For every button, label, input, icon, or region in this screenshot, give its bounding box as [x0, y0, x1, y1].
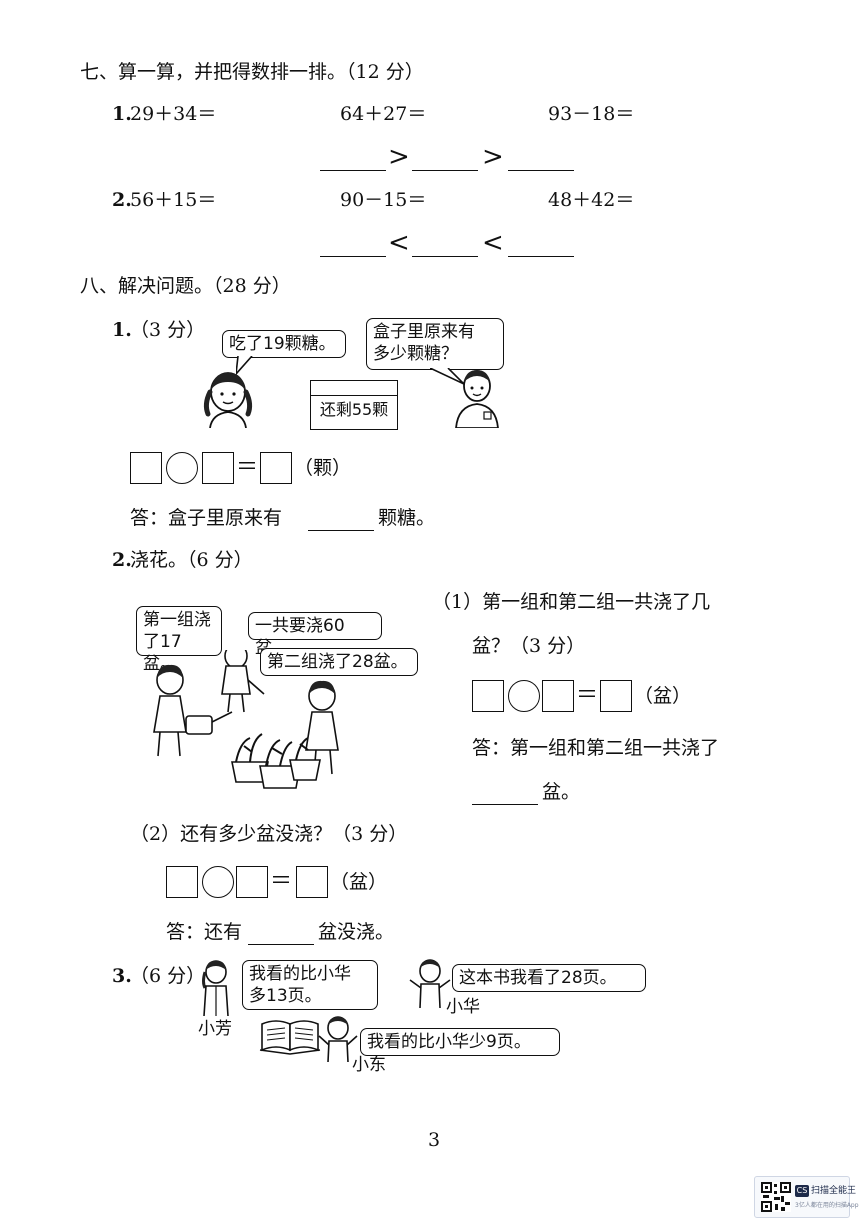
p2-q1-unit: （盆）	[634, 685, 692, 707]
q2-compare-2: <	[482, 228, 504, 258]
section-7-title: 七、算一算，并把得数排一排。（12 分）	[80, 61, 424, 83]
q1-expr-3: 93－18＝	[548, 103, 635, 125]
p1-answer-box-2[interactable]	[202, 452, 234, 484]
p2-q2-operator-circle[interactable]	[202, 866, 234, 898]
p2-q1-equals: ＝	[576, 683, 599, 708]
p3-name-xiaofang: 小芳	[198, 1019, 232, 1039]
scanner-logo: CS	[795, 1185, 809, 1197]
p2-title: 浇花。（6 分）	[130, 549, 253, 571]
p1-candy-sign: 还剩55颗	[310, 380, 398, 430]
p1-boy-bubble-line1: 盒子里原来有	[373, 322, 475, 342]
p2-label: 2.	[112, 549, 132, 571]
watering-flowers-icon	[153, 650, 339, 789]
p1-girl-bubble-tail	[236, 356, 253, 376]
book-icon	[259, 1020, 321, 1055]
p1-operator-circle[interactable]	[166, 452, 198, 484]
p2-q2-text: （2）还有多少盆没浇？（3 分）	[130, 823, 408, 845]
q1-blank-2[interactable]	[412, 170, 478, 171]
p2-q1-box-3[interactable]	[600, 680, 632, 712]
p2-q1-box-1[interactable]	[472, 680, 504, 712]
section-8-title: 八、解决问题。（28 分）	[80, 275, 291, 297]
p3-bubble-xiaofang: 我看的比小华 多13页。	[242, 960, 378, 1010]
q1-compare-2: >	[482, 142, 504, 172]
q2-blank-3[interactable]	[508, 256, 574, 257]
p3-name-xiaodong: 小东	[352, 1055, 386, 1075]
p1-unit: （颗）	[294, 457, 352, 479]
qr-code-icon	[761, 1182, 791, 1212]
p3-bubble-xiaofang-line1: 我看的比小华	[249, 964, 351, 984]
q1-compare-1: >	[388, 142, 410, 172]
p1-answer-blank[interactable]	[308, 530, 374, 531]
p2-q1-answer-blank[interactable]	[472, 804, 538, 805]
p2-bubble-group1-line1: 第一组浇	[143, 610, 211, 630]
q2-expr-2: 90－15＝	[340, 189, 427, 211]
p1-girl-bubble: 吃了19颗糖。	[222, 330, 346, 358]
p1-answer-suffix: 颗糖。	[378, 507, 436, 529]
p3-bubble-xiaohua: 这本书我看了28页。	[452, 964, 646, 992]
p1-boy-bubble-line2: 多少颗糖？	[373, 344, 458, 364]
p2-bubble-group1: 第一组浇 了17盆。	[136, 606, 222, 674]
xiaodong-icon	[318, 1016, 358, 1062]
p3-bubble-xiaodong: 我看的比小华少9页。	[360, 1028, 560, 1056]
p3-label: 3.	[112, 965, 132, 987]
q2-expr-1: 56＋15＝	[130, 189, 217, 211]
p2-q2-equals: ＝	[270, 869, 293, 894]
p2-bubble-group2: 第二组浇了28盆。	[260, 648, 418, 676]
p1-sign-text: 还剩55颗	[319, 400, 389, 419]
p3-points: （6 分）	[130, 965, 206, 987]
scanner-title: 扫描全能王	[811, 1186, 857, 1196]
q1-blank-1[interactable]	[320, 170, 386, 171]
p1-boy-bubble: 盒子里原来有 多少颗糖？	[366, 318, 504, 370]
q1-expr-1: 29＋34＝	[130, 103, 217, 125]
boy-icon	[455, 370, 499, 428]
q2-blank-1[interactable]	[320, 256, 386, 257]
scanner-subtitle: 3亿人都在用的扫描App	[795, 1202, 859, 1209]
p2-q1-answer-line1: 答：第一组和第二组一共浇了	[472, 737, 720, 759]
q2-compare-1: <	[388, 228, 410, 258]
p2-q2-answer-prefix: 答：还有	[166, 921, 243, 943]
p1-answer-box-1[interactable]	[130, 452, 162, 484]
girl-icon	[203, 372, 253, 428]
xiaohua-icon	[409, 959, 451, 1008]
p2-q2-box-2[interactable]	[236, 866, 268, 898]
q1-expr-2: 64＋27＝	[340, 103, 427, 125]
p2-q2-box-1[interactable]	[166, 866, 198, 898]
p2-q1-answer-line2: 盆。	[542, 781, 581, 803]
p2-q1-line1: （1）第一组和第二组一共浇了几	[432, 591, 711, 613]
xiaofang-icon	[202, 960, 229, 1016]
p1-equals: ＝	[236, 455, 259, 480]
p3-name-xiaohua: 小华	[446, 997, 480, 1017]
p2-q2-box-3[interactable]	[296, 866, 328, 898]
p2-q1-line2: 盆？（3 分）	[472, 635, 586, 657]
q2-label: 2.	[112, 189, 132, 211]
p2-q2-answer-blank[interactable]	[248, 944, 314, 945]
p2-q1-box-2[interactable]	[542, 680, 574, 712]
p2-q2-unit: （盆）	[330, 871, 388, 893]
p2-q1-operator-circle[interactable]	[508, 680, 540, 712]
q1-label: 1.	[112, 103, 132, 125]
p1-points: （3 分）	[130, 319, 206, 341]
q2-expr-3: 48＋42＝	[548, 189, 635, 211]
page-number: 3	[428, 1129, 441, 1151]
p2-q2-answer-suffix: 盆没浇。	[318, 921, 395, 943]
q1-blank-3[interactable]	[508, 170, 574, 171]
p1-answer-box-3[interactable]	[260, 452, 292, 484]
p2-bubble-total: 一共要浇60盆。	[248, 612, 382, 658]
p3-bubble-xiaofang-line2: 多13页。	[249, 986, 322, 1006]
scanner-badge: CS 扫描全能王 3亿人都在用的扫描App	[754, 1176, 859, 1218]
p1-label: 1.	[112, 319, 132, 341]
q2-blank-2[interactable]	[412, 256, 478, 257]
p1-answer-prefix: 答：盒子里原来有	[130, 507, 283, 529]
